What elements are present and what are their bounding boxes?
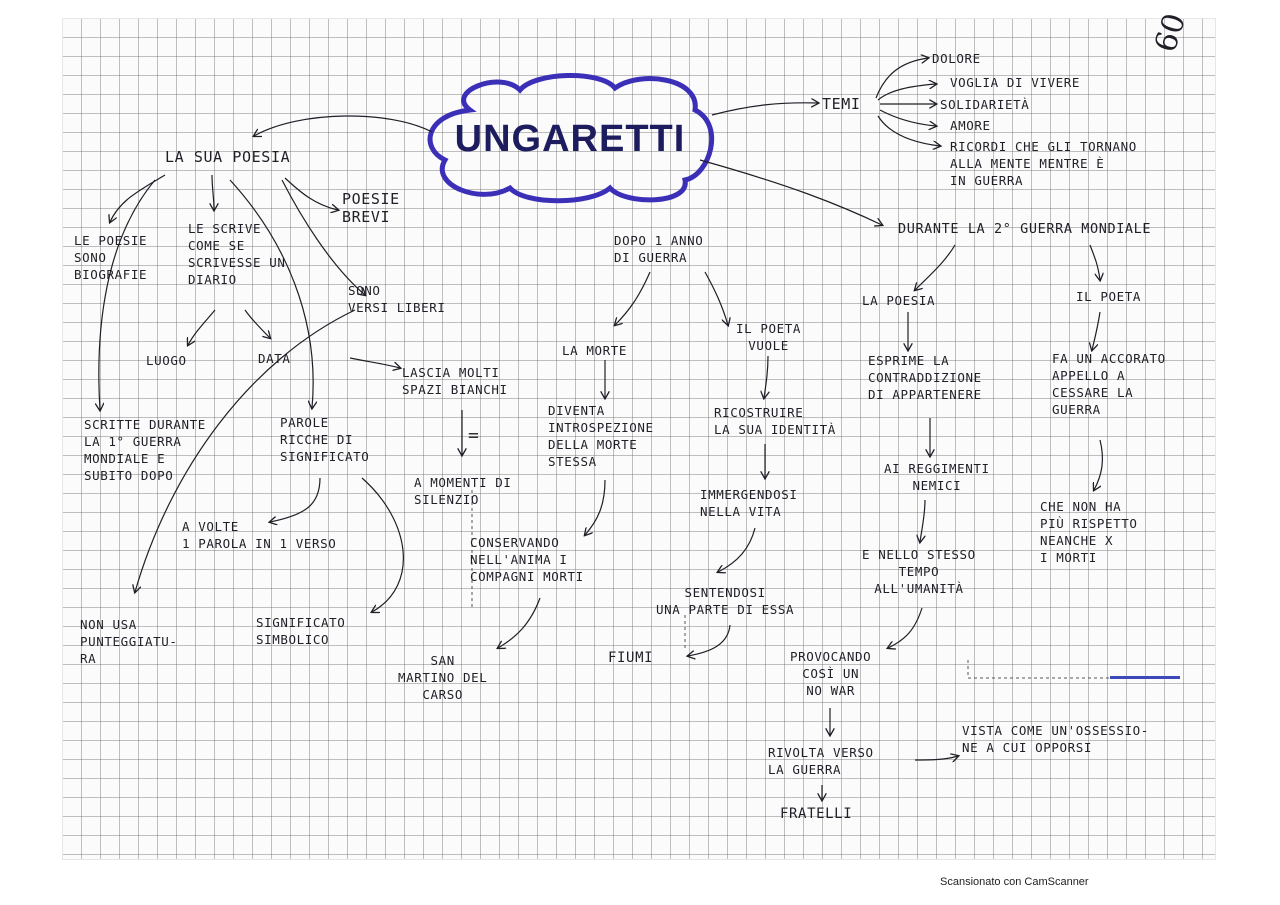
node-compagni: CONSERVANDO NELL'ANIMA I COMPAGNI MORTI xyxy=(470,535,584,584)
node-data: DATA xyxy=(258,351,291,366)
node-simbolico: SIGNIFICATO SIMBOLICO xyxy=(256,615,346,647)
node-contraddizione: ESPRIME LA CONTRADDIZIONE DI APPARTENERE xyxy=(868,353,982,402)
scanner-footer: Scansionato con CamScanner xyxy=(940,876,1089,888)
node-rispetto: CHE NON HA PIÙ RISPETTO NEANCHE X I MORT… xyxy=(1040,499,1138,565)
node-fratelli: FRATELLI xyxy=(780,806,853,822)
node-luogo: LUOGO xyxy=(146,353,187,368)
node-temi-amore: AMORE xyxy=(950,118,991,133)
node-sua-poesia: LA SUA POESIA xyxy=(165,148,291,166)
node-reggimenti: AI REGGIMENTI NEMICI xyxy=(884,461,990,493)
node-poeta-vuole: IL POETA VUOLE xyxy=(736,321,802,353)
node-scritte-guerra: SCRITTE DURANTE LA 1° GUERRA MONDIALE E … xyxy=(84,417,206,483)
node-biografiche: LE POESIE SONO BIOGRAFIE xyxy=(74,233,148,282)
equals-sign: = xyxy=(468,425,479,446)
node-temi-dolore: DOLORE xyxy=(932,51,981,66)
node-il-poeta: IL POETA xyxy=(1076,289,1142,304)
node-temi-ricordi: RICORDI CHE GLI TORNANO ALLA MENTE MENTR… xyxy=(950,139,1137,188)
node-san-martino: SAN MARTINO DEL CARSO xyxy=(398,653,488,702)
node-dopo-anno: DOPO 1 ANNO DI GUERRA xyxy=(614,233,704,265)
node-ossessione: VISTA COME UN'OSSESSIO- NE A CUI OPPORSI xyxy=(962,723,1149,755)
node-appello: FA UN ACCORATO APPELLO A CESSARE LA GUER… xyxy=(1052,351,1166,417)
node-versi-liberi: SONO VERSI LIBERI xyxy=(348,283,446,315)
node-una-parola: A VOLTE 1 PAROLA IN 1 VERSO xyxy=(182,519,337,551)
node-diario: LE SCRIVE COME SE SCRIVESSE UN DIARIO xyxy=(188,221,286,287)
node-temi-voglia: VOGLIA DI VIVERE xyxy=(950,75,1081,90)
node-morte: LA MORTE xyxy=(562,343,628,358)
node-provocando: PROVOCANDO COSÌ UN NO WAR xyxy=(790,649,872,698)
node-sentendosi: SENTENDOSI UNA PARTE DI ESSA xyxy=(656,585,795,617)
node-rivolta: RIVOLTA VERSO LA GUERRA xyxy=(768,745,874,777)
blue-marker-stroke xyxy=(1110,676,1180,679)
node-seconda-guerra: DURANTE LA 2° GUERRA MONDIALE xyxy=(898,221,1152,237)
node-poesie-brevi: POESIE BREVI xyxy=(342,190,400,226)
node-temi: TEMI xyxy=(822,95,861,113)
node-temi-solidarieta: SOLIDARIETÀ xyxy=(940,97,1030,112)
map-title: UNGARETTI xyxy=(454,118,686,160)
node-introspezione: DIVENTA INTROSPEZIONE DELLA MORTE STESSA xyxy=(548,403,654,469)
node-umanita: E NELLO STESSO TEMPO ALL'UMANITÀ xyxy=(862,547,976,596)
node-parole: PAROLE RICCHE DI SIGNIFICATO xyxy=(280,415,370,464)
node-silenzio: A MOMENTI DI SILENZIO xyxy=(414,475,512,507)
node-fiumi: FIUMI xyxy=(608,650,654,666)
node-immergendosi: IMMERGENDOSI NELLA VITA xyxy=(700,487,798,519)
node-la-poesia: LA POESIA xyxy=(862,293,936,308)
node-identita: RICOSTRUIRE LA SUA IDENTITÀ xyxy=(714,405,836,437)
node-punteggiatura: NON USA PUNTEGGIATU- RA xyxy=(80,617,178,666)
node-spazi-bianchi: LASCIA MOLTI SPAZI BIANCHI xyxy=(402,365,508,397)
